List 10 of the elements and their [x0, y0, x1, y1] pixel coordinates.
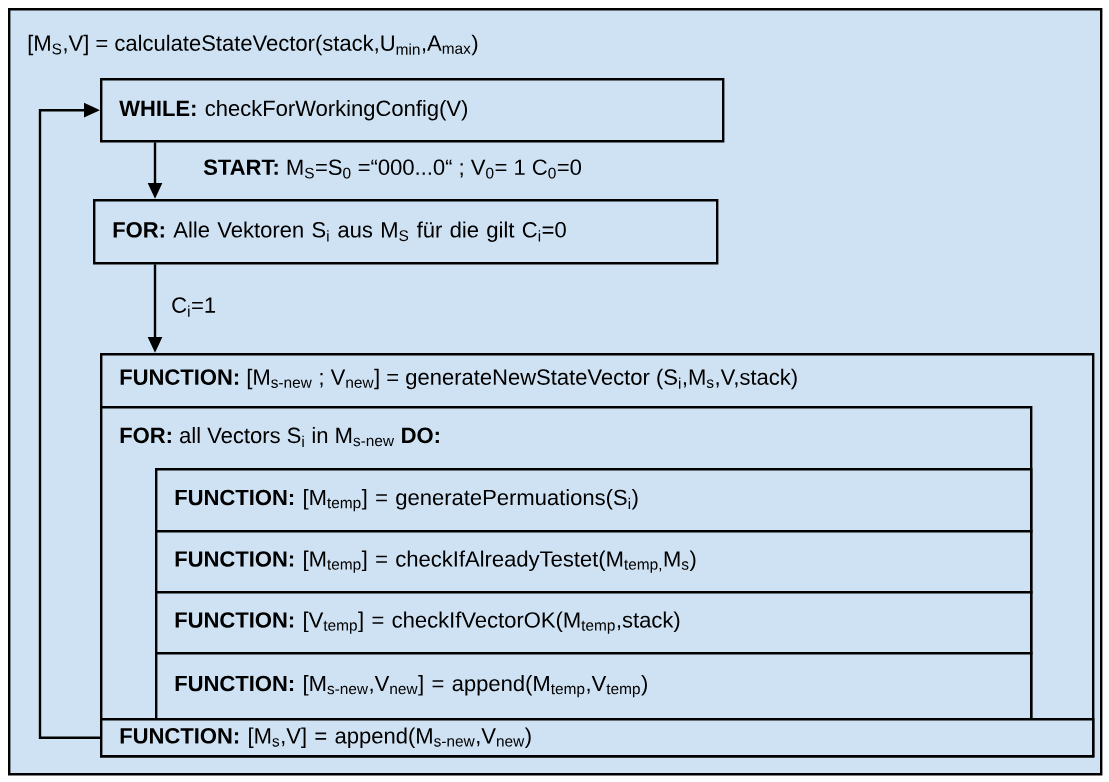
function-box: FUNCTION: [M$_{s}$,V] = append(M$_{s-new}$,V$_{new}$)	[100, 718, 1095, 758]
process-box: WHILE: checkForWorkingConfig(V)	[100, 78, 725, 143]
edge-label: C$_{i}$=1	[169, 295, 219, 319]
function-box: FUNCTION: [M$_{s-new}$,V$_{new}$] = append(M$_{temp}$,V$_{temp}$)	[155, 652, 1033, 721]
process-box: FOR: Alle Vektoren S$_{i}$ aus M$_{S}$ für die gilt C$_{i}$=0	[93, 199, 719, 265]
arrow	[38, 102, 100, 739]
function-box: FUNCTION: [M$_{temp}$] = checkIfAlreadyTestet(M$_{temp,}$M$_{s}$)	[155, 530, 1033, 594]
edge-label: START: M$_{S}$=S$_{0}$ =“000...0“ ; V$_{0}$= 1 C$_{0}$=0	[201, 157, 584, 181]
function-box: FUNCTION: [M$_{temp}$] = generatePermuations(S$_{i}$)	[155, 468, 1033, 533]
function-box: FUNCTION: [V$_{temp}$] = checkIfVectorOK(M$_{temp}$,stack)	[155, 591, 1033, 655]
